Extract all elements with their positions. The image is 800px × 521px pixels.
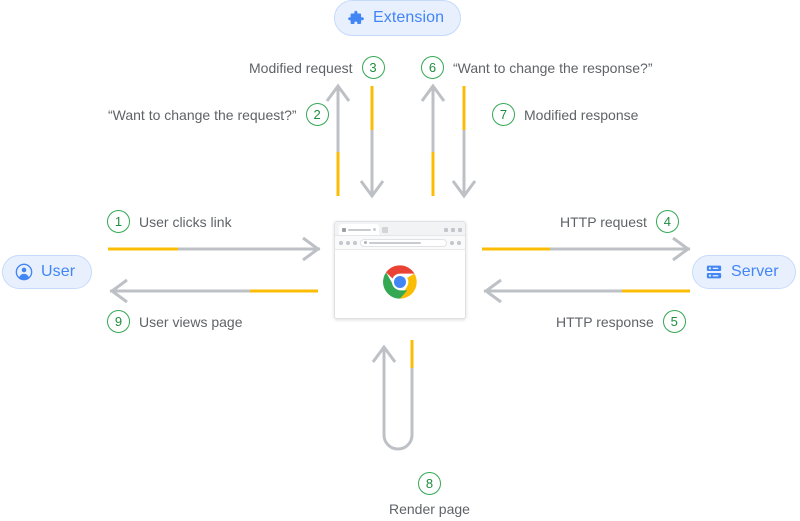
step-3: 3 Modified request [249, 56, 385, 79]
new-tab-button[interactable] [382, 227, 388, 233]
address-bar-url [369, 241, 421, 244]
step-8: 8 Render page [389, 472, 470, 517]
reload-icon[interactable] [353, 240, 357, 245]
step-badge-8: 8 [417, 472, 441, 495]
browser-toolbar[interactable] [335, 236, 465, 250]
step-badge-5: 5 [662, 310, 686, 333]
step-badge-9: 9 [107, 310, 130, 333]
tab-close-icon[interactable] [373, 228, 376, 231]
arrow-step-2-up [325, 83, 351, 196]
step-caption-4: HTTP request [560, 213, 647, 230]
step-caption-5: HTTP response [556, 313, 654, 330]
user-avatar-icon [15, 263, 33, 281]
tab-favicon-icon [342, 227, 346, 232]
step-badge-4: 4 [655, 210, 679, 233]
forward-icon[interactable] [346, 240, 350, 245]
maximize-icon[interactable] [451, 228, 455, 232]
step-7: 7 Modified response [492, 103, 638, 126]
arrow-step-7-down [451, 86, 477, 199]
step-2: 2 “Want to change the request?” [108, 103, 329, 126]
node-server-label: Server [731, 263, 779, 280]
arrow-step-6-up [420, 83, 446, 196]
profile-avatar-icon[interactable] [457, 240, 461, 245]
tab-title-placeholder [348, 228, 371, 231]
node-extension[interactable]: Extension [334, 0, 462, 36]
server-rack-icon [705, 263, 723, 281]
step-9: 9 User views page [107, 310, 243, 333]
window-controls[interactable] [444, 228, 462, 232]
step-badge-6: 6 [421, 56, 444, 79]
node-extension-label: Extension [373, 9, 445, 26]
arrow-step-4 [482, 236, 691, 262]
step-caption-2: “Want to change the request?” [108, 106, 297, 123]
arrow-step-8-render-loop [371, 340, 414, 451]
step-badge-3: 3 [361, 56, 385, 79]
arrow-step-9 [109, 278, 318, 304]
back-icon[interactable] [339, 240, 343, 245]
step-caption-8: Render page [389, 501, 470, 517]
step-caption-9: User views page [139, 313, 243, 330]
minimize-icon[interactable] [444, 228, 448, 232]
arrow-step-3-down [359, 86, 385, 199]
step-caption-7: Modified response [524, 106, 639, 123]
arrow-step-1 [108, 236, 321, 262]
bookmark-star-icon[interactable] [450, 240, 454, 245]
step-badge-1: 1 [107, 210, 130, 233]
browser-window[interactable] [334, 221, 466, 319]
step-badge-2: 2 [305, 103, 329, 126]
step-1: 1 User clicks link [107, 210, 232, 233]
browser-tab[interactable] [339, 224, 379, 235]
browser-tab-strip[interactable] [335, 222, 465, 236]
arrow-step-5 [483, 278, 690, 304]
step-4: 4 HTTP request [560, 210, 679, 233]
address-bar[interactable] [360, 238, 447, 247]
step-6: 6 “Want to change the response?” [421, 56, 653, 79]
chrome-logo-icon [380, 262, 420, 307]
node-user[interactable]: User [2, 255, 93, 289]
step-5: 5 HTTP response [556, 310, 686, 333]
node-user-label: User [41, 263, 76, 280]
step-caption-1: User clicks link [139, 213, 232, 230]
browser-viewport [335, 250, 465, 318]
step-badge-7: 7 [492, 103, 515, 126]
step-caption-6: “Want to change the response?” [453, 59, 653, 76]
node-server[interactable]: Server [692, 255, 796, 289]
puzzle-piece-icon [347, 9, 365, 27]
step-caption-3: Modified request [249, 59, 353, 76]
close-window-icon[interactable] [458, 228, 462, 232]
lock-icon [364, 241, 367, 244]
